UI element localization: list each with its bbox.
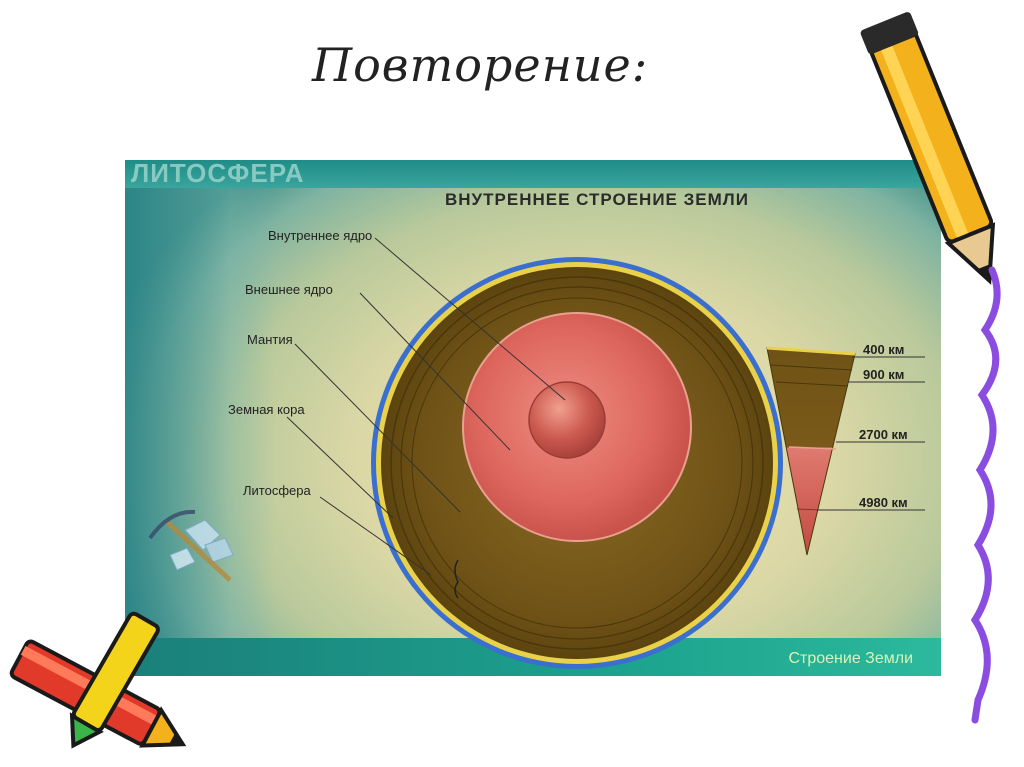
lithosphere-panel: ЛИТОСФЕРА Строение Земли	[125, 160, 941, 676]
earth-structure-diagram	[148, 237, 925, 669]
label-mantle: Мантия	[247, 332, 293, 347]
panel-top-bar	[125, 160, 941, 188]
leader-outer-core	[359, 292, 511, 451]
label-crust: Земная кора	[228, 402, 305, 417]
wedge-crust-edge	[766, 346, 856, 356]
depth-4980: 4980 км	[859, 495, 908, 510]
leader-inner-core	[374, 237, 566, 401]
leader-lithosphere	[319, 496, 432, 576]
depth-400: 400 км	[863, 342, 905, 357]
diagram-title: ВНУТРЕННЕЕ СТРОЕНИЕ ЗЕМЛИ	[445, 190, 749, 209]
section-title: ЛИТОСФЕРА	[131, 160, 305, 188]
label-outer-core: Внешнее ядро	[245, 282, 333, 297]
lithosphere-boundary	[390, 276, 764, 650]
depth-2700: 2700 км	[859, 427, 908, 442]
wedge-line-900	[775, 381, 849, 387]
scribble-icon	[970, 266, 1001, 724]
label-inner-core: Внутреннее ядро	[268, 228, 373, 243]
leader-mantle	[294, 343, 461, 513]
upper-mantle-boundary	[400, 286, 754, 640]
crystal-pickaxe-icon	[148, 509, 234, 582]
wedge-line-2700	[788, 446, 837, 450]
panel-side-gradient	[125, 160, 275, 676]
label-lithosphere: Литосфера	[243, 483, 311, 498]
inner-core	[528, 381, 606, 459]
wedge-line-400	[770, 364, 853, 371]
footer-label: Строение Земли	[788, 650, 913, 667]
lithosphere-brace	[454, 559, 459, 599]
depth-900: 900 км	[863, 367, 905, 382]
slide-title: Повторение:	[312, 38, 649, 92]
leader-crust	[286, 416, 394, 519]
